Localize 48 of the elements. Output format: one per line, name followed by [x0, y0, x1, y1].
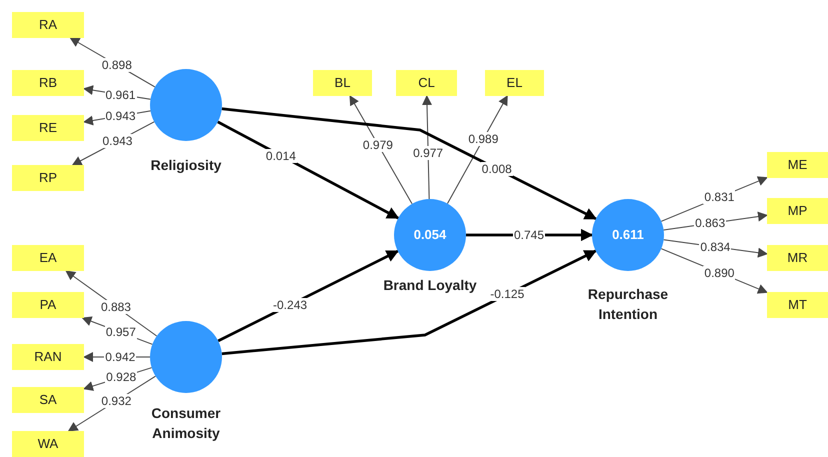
arrow: [217, 120, 400, 220]
indicator-box: MT: [767, 292, 828, 318]
indicator-box: CL: [396, 70, 457, 96]
edge-label: 0.928: [105, 370, 138, 384]
edge-label: 0.745: [512, 228, 546, 242]
edge-label: 0.942: [104, 350, 136, 364]
indicator-box: PA: [12, 292, 84, 318]
edge-label: 0.961: [104, 88, 137, 102]
edge-label: -0.125: [489, 287, 526, 302]
edge-label: -0.243: [272, 298, 308, 312]
construct-name: Brand Loyalty: [382, 276, 478, 295]
arrow: [422, 95, 432, 200]
edge-label: 0.943: [101, 134, 134, 148]
edge-label: 0.979: [362, 138, 394, 152]
edge-label: 0.890: [703, 266, 736, 280]
indicator-box: RAN: [12, 344, 84, 370]
edge-label: 0.863: [694, 216, 726, 230]
edge-label: 0.008: [480, 162, 513, 176]
indicator-box: SA: [12, 387, 84, 413]
edge-label: 0.977: [412, 146, 444, 160]
edge-label: 0.957: [104, 325, 137, 340]
edge-label: 0.014: [264, 148, 297, 163]
r-squared-value: 0.054: [414, 226, 446, 244]
edge-label: 0.932: [100, 394, 132, 408]
indicator-box: WA: [12, 431, 84, 457]
indicator-box: BL: [313, 70, 372, 96]
indicator-box: MR: [767, 245, 828, 271]
edge-label: 0.898: [100, 58, 133, 72]
indicator-box: RA: [12, 12, 84, 38]
edge-label: 0.943: [104, 108, 137, 123]
construct-name: Religiosity: [150, 156, 222, 175]
construct-name: Consumer Animosity: [150, 404, 222, 443]
indicator-box: MP: [767, 198, 828, 224]
arrow: [222, 250, 597, 356]
construct-name: Repurchase Intention: [586, 285, 670, 324]
indicator-box: ME: [767, 152, 828, 178]
r-squared-value: 0.611: [612, 226, 644, 244]
indicator-box: EA: [12, 245, 84, 271]
edge-label: 0.989: [467, 132, 500, 146]
indicator-box: EL: [485, 70, 544, 96]
indicator-box: RE: [12, 115, 84, 141]
arrow: [222, 107, 597, 220]
arrow: [350, 95, 412, 204]
edge-label: 0.834: [699, 240, 732, 254]
indicator-box: RP: [12, 165, 84, 191]
indicator-box: RB: [12, 70, 84, 96]
edge-label: 0.883: [100, 300, 132, 314]
edge-label: 0.831: [703, 190, 736, 204]
